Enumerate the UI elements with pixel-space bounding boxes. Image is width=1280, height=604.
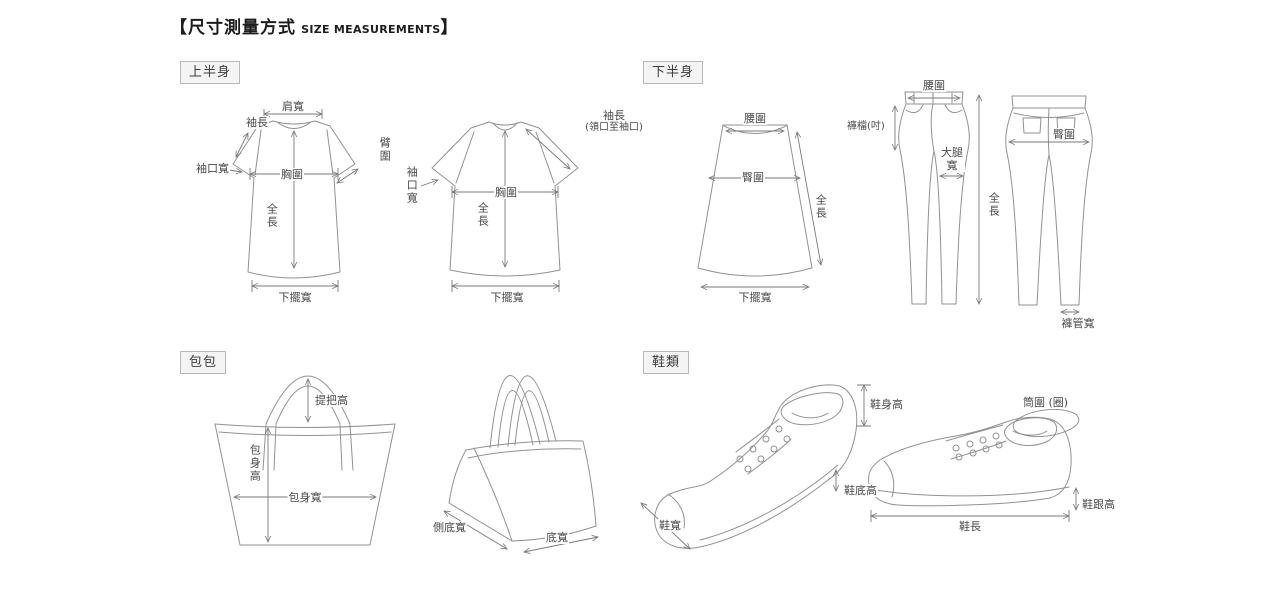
label-bag-side-bottom-width: 側底寬 bbox=[432, 521, 467, 535]
label-shoe-shaft-circumference: 筒圍 (圈) bbox=[1022, 396, 1070, 410]
title-close-bracket: 】 bbox=[440, 18, 459, 38]
label-shirt1-chest: 胸圍 bbox=[280, 168, 304, 182]
label-shirt2-hem-width: 下擺寬 bbox=[489, 291, 525, 305]
label-shoe-heel-height: 鞋跟高 bbox=[1081, 498, 1116, 512]
label-shirt2-chest: 胸圍 bbox=[494, 186, 518, 200]
label-shoe-body-height: 鞋身高 bbox=[869, 398, 904, 412]
label-bag-body-width: 包身寬 bbox=[287, 491, 323, 505]
label-shoe-length: 鞋長 bbox=[958, 520, 982, 534]
section-header-shoes: 鞋類 bbox=[643, 351, 690, 374]
label-shirt2-total-length: 全長 bbox=[475, 202, 491, 228]
label-skirt-waist: 腰圍 bbox=[743, 112, 767, 126]
label-shoe-sole-height: 鞋底高 bbox=[843, 484, 878, 498]
tshirt-drawing-1 bbox=[228, 109, 359, 292]
page-title: 【尺寸測量方式 SIZE MEASUREMENTS】 bbox=[170, 13, 458, 38]
label-skirt-total-length: 全長 bbox=[813, 194, 829, 220]
label-bag-body-height: 包身高 bbox=[247, 444, 263, 483]
label-pants-hip: 臀圍 bbox=[1052, 128, 1076, 142]
label-shirt2-sleeve-note: (領口至袖口) bbox=[585, 122, 643, 134]
label-shirt2-cuff-width: 袖口寬 bbox=[404, 166, 420, 205]
tote-bag-front-drawing bbox=[214, 375, 396, 546]
sneaker-drawing-2 bbox=[868, 409, 1080, 522]
section-header-lower-body: 下半身 bbox=[643, 61, 704, 84]
label-shirt1-arm-circumference: 臂圍 bbox=[377, 137, 393, 163]
shaft-circumference-ellipse bbox=[1012, 409, 1080, 437]
skirt-drawing bbox=[697, 124, 824, 291]
sneaker-drawing-1 bbox=[640, 384, 871, 550]
label-bag-handle-height: 提把高 bbox=[314, 394, 349, 408]
label-shirt1-cuff-width: 袖口寬 bbox=[195, 162, 230, 176]
label-shoe-width: 鞋寬 bbox=[658, 519, 682, 533]
tote-bag-angled-drawing bbox=[443, 375, 599, 554]
label-shirt1-total-length: 全長 bbox=[264, 203, 280, 229]
label-shirt2-sleeve-length-group: 袖長 (領口至袖口) bbox=[584, 109, 644, 135]
title-zh: 尺寸測量方式 bbox=[188, 18, 296, 38]
label-shirt1-hem-width: 下擺寬 bbox=[277, 291, 313, 305]
title-open-bracket: 【 bbox=[170, 18, 188, 38]
label-pants-total-length: 全長 bbox=[986, 192, 1002, 218]
section-header-bags: 包包 bbox=[180, 351, 227, 374]
pants-back-drawing bbox=[1005, 95, 1093, 316]
pants-front-drawing bbox=[891, 91, 983, 305]
label-pants-crotch: 褲檔(吋) bbox=[846, 121, 886, 133]
tshirt-drawing-2 bbox=[420, 121, 579, 292]
label-pants-thigh-width: 大腿寬 bbox=[939, 146, 965, 173]
label-skirt-hem-width: 下擺寬 bbox=[737, 291, 773, 305]
label-shirt2-sleeve-length: 袖長 bbox=[603, 109, 625, 122]
section-header-upper-body: 上半身 bbox=[180, 61, 241, 84]
label-pants-waist: 腰圍 bbox=[922, 79, 946, 93]
label-shirt1-sleeve-length: 袖長 bbox=[245, 116, 269, 130]
title-en: SIZE MEASUREMENTS bbox=[301, 23, 441, 36]
label-skirt-hip: 臀圍 bbox=[741, 171, 765, 185]
label-shirt1-shoulder-width: 肩寬 bbox=[281, 100, 305, 114]
label-bag-bottom-width: 底寬 bbox=[545, 531, 569, 545]
label-pants-leg-opening: 褲管寬 bbox=[1060, 317, 1096, 331]
